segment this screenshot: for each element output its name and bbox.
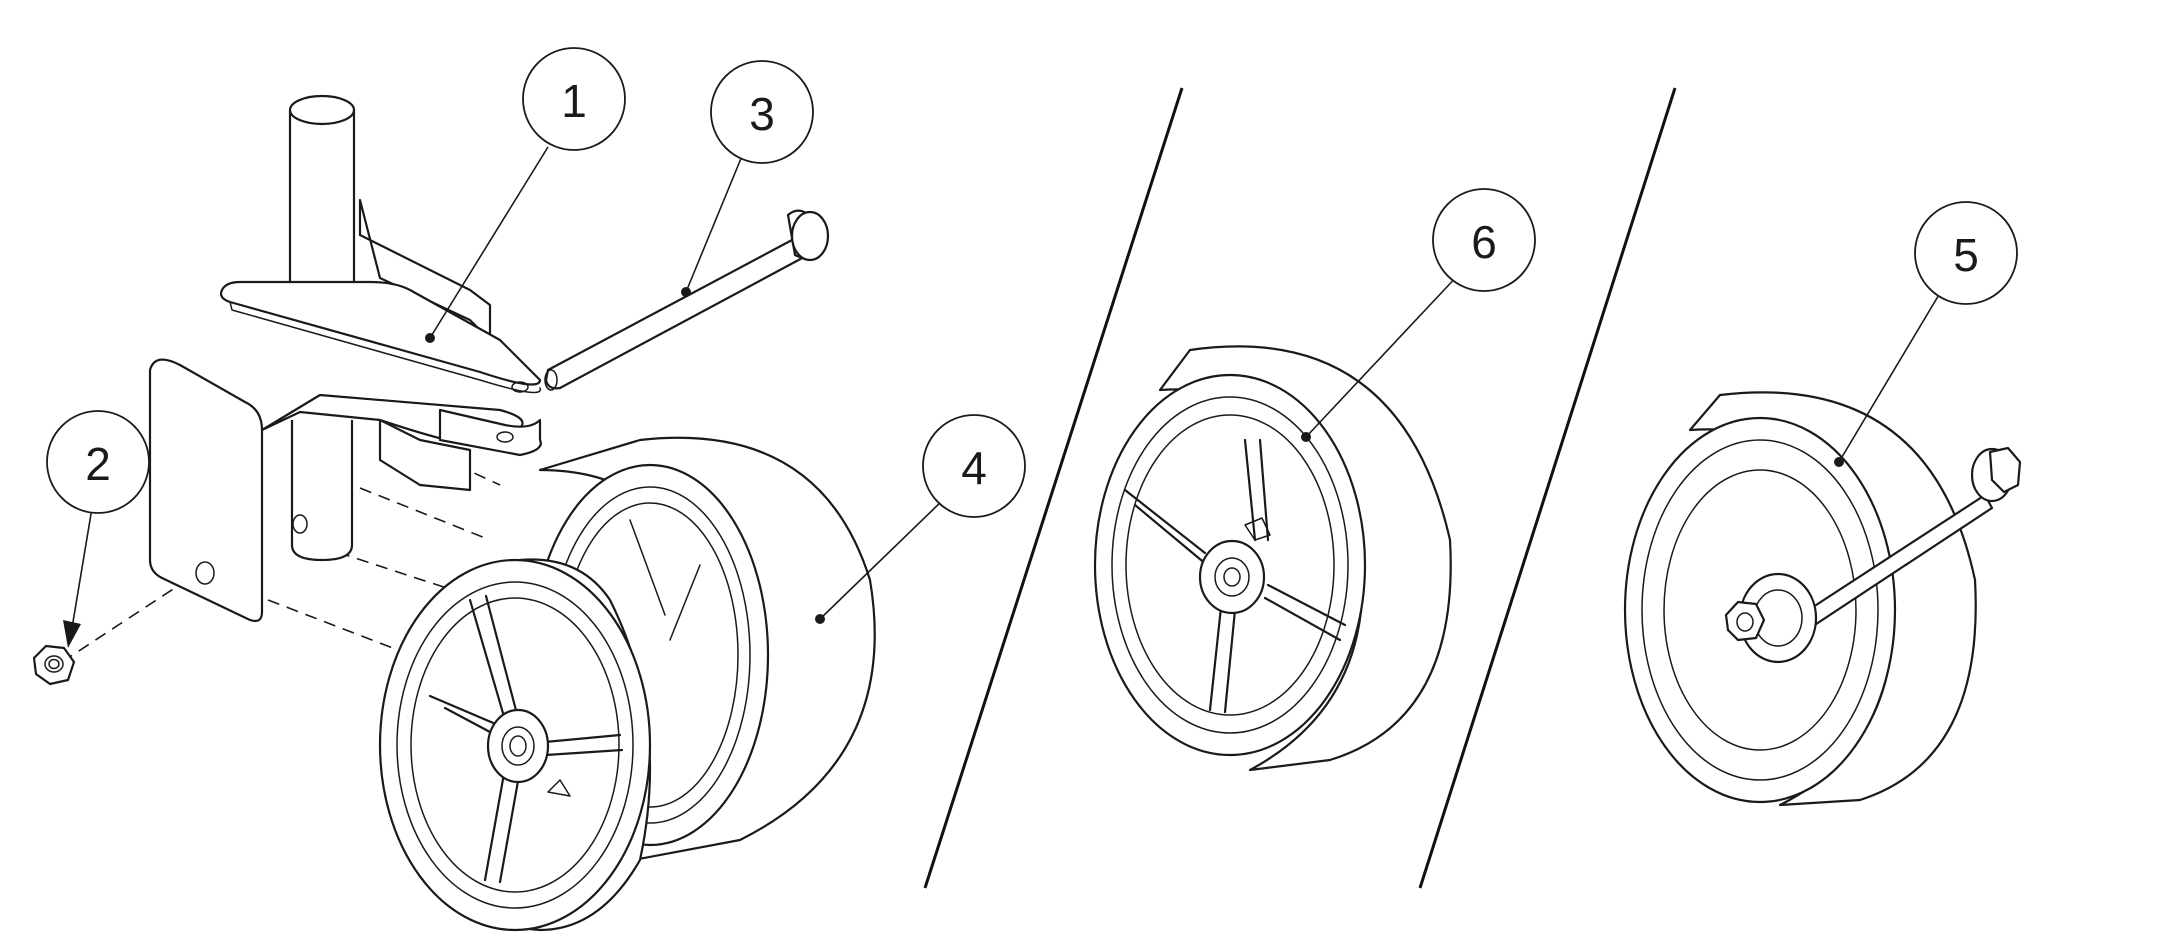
- axle-bolt-shaft: [544, 238, 808, 390]
- bracket-right-hole: [496, 431, 514, 443]
- swivel-top-plate: [219, 280, 542, 386]
- hex-nut: [32, 644, 76, 686]
- balloon-6-label: 6: [1471, 216, 1497, 268]
- leader-6-dot: [1301, 432, 1311, 442]
- leader-3-dot: [681, 287, 691, 297]
- assembly-line-axle-lower: [267, 599, 399, 651]
- bracket-hole: [195, 561, 215, 585]
- wheel-view-6: [1093, 345, 1452, 772]
- balloon-2: 2: [46, 410, 150, 514]
- assembly-line-axle-upper: [359, 487, 491, 541]
- balloon-2-label: 2: [85, 438, 111, 490]
- wheel-view-5: [1623, 391, 2022, 807]
- leader-4: [819, 497, 946, 620]
- leader-2-arrow: [63, 620, 81, 648]
- view-separator-left: [923, 87, 1184, 889]
- leader-1: [429, 146, 549, 339]
- axle-bolt-tip: [544, 369, 558, 391]
- wheel-6-spokes: [1123, 438, 1347, 714]
- caster-assembly-view: [32, 94, 876, 932]
- axle-bolt-washer: [790, 210, 830, 262]
- stem-lower-hole: [292, 514, 308, 534]
- balloon-3: 3: [710, 60, 814, 164]
- leader-1-dot: [425, 333, 435, 343]
- balloon-3-label: 3: [749, 88, 775, 140]
- swivel-stem: [288, 110, 356, 310]
- balloon-6: 6: [1432, 188, 1536, 292]
- view-separator-right: [1418, 87, 1677, 889]
- swivel-plate-hole: [511, 381, 529, 393]
- bracket-right-plate: [438, 408, 542, 457]
- bracket-fork-inner: [378, 418, 472, 492]
- front-wheel-spokes: [428, 594, 624, 884]
- swivel-top-plate-edge: [229, 301, 541, 394]
- wheel-5-bolt-head: [1988, 446, 2022, 494]
- balloon-5-label: 5: [1953, 229, 1979, 281]
- balloon-1: 1: [522, 47, 626, 151]
- leader-3: [685, 155, 743, 293]
- wheel-5-nut: [1724, 600, 1766, 642]
- assembly-line-nut: [61, 577, 191, 663]
- balloon-4: 4: [922, 414, 1026, 518]
- balloon-5: 5: [1914, 201, 2018, 305]
- wheel-front: [378, 558, 652, 932]
- balloon-1-label: 1: [561, 75, 587, 127]
- leader-4-dot: [815, 614, 825, 624]
- swivel-stem-top: [288, 94, 356, 126]
- swivel-stem-lower: [290, 420, 354, 562]
- bracket-side-plate: [148, 358, 264, 623]
- front-wheel-hub: [486, 708, 550, 784]
- leader-5-dot: [1834, 457, 1844, 467]
- leader-6: [1305, 272, 1461, 438]
- leader-5: [1838, 292, 1941, 463]
- leader-2: [69, 507, 93, 641]
- balloon-4-label: 4: [961, 442, 987, 494]
- wheel-6-hub: [1198, 539, 1266, 615]
